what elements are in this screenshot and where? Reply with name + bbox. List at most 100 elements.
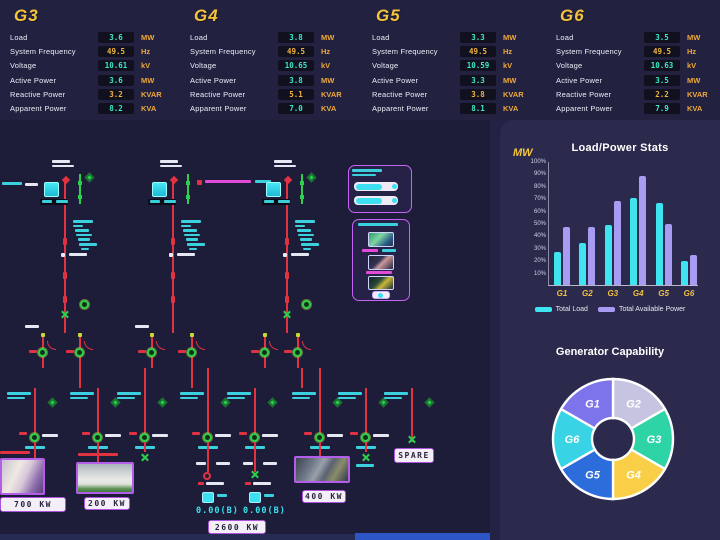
status-diamond-icon	[424, 397, 435, 408]
stat-value: 7.0	[278, 103, 314, 114]
breaker-icon[interactable]	[315, 433, 324, 442]
tap-label	[177, 253, 195, 256]
feeder-info-block	[299, 238, 312, 241]
generator-icon[interactable]	[44, 182, 59, 197]
feeder-info-block	[296, 229, 311, 232]
label-block	[150, 200, 160, 203]
label-block	[152, 434, 168, 437]
legend-item: Total Load	[534, 306, 588, 313]
label-block	[278, 200, 290, 203]
breaker-icon[interactable]	[140, 433, 149, 442]
breaker-icon[interactable]	[260, 348, 269, 357]
slider-knob[interactable]	[392, 198, 397, 203]
status-diamond-icon	[110, 397, 121, 408]
stub-tip	[150, 333, 154, 337]
stat-unit: Hz	[687, 47, 697, 57]
panel-title	[352, 169, 382, 172]
label-block	[262, 199, 290, 205]
label-block	[327, 434, 343, 437]
breaker-icon[interactable]	[302, 300, 311, 309]
meter-node	[203, 472, 211, 480]
line-tick	[63, 238, 67, 245]
breaker-icon[interactable]	[38, 348, 47, 357]
label-block	[373, 434, 389, 437]
feeder-tag	[338, 396, 356, 400]
donut-segment-g1[interactable]	[559, 377, 615, 431]
breaker-contact[interactable]	[300, 181, 304, 185]
breaker-link	[187, 174, 189, 204]
feeder-info-block	[302, 247, 311, 251]
label-block	[42, 434, 58, 437]
feeder-tag	[117, 392, 141, 395]
breaker-icon[interactable]	[80, 300, 89, 309]
breaker-contact[interactable]	[186, 195, 190, 199]
donut-segment-label: G3	[647, 434, 662, 446]
breaker-contact[interactable]	[78, 195, 82, 199]
stub-tip	[296, 333, 300, 337]
generator-icon[interactable]	[266, 182, 281, 197]
disconnect-icon[interactable]	[60, 310, 69, 319]
x-tick-label: G1	[556, 289, 568, 298]
meter-display-icon[interactable]	[202, 492, 214, 503]
stat-label: Reactive Power	[372, 89, 428, 99]
line-tick	[129, 432, 137, 435]
feeder-line	[34, 388, 36, 450]
breaker-icon[interactable]	[187, 348, 196, 357]
stat-unit: Hz	[321, 47, 331, 57]
breaker-icon[interactable]	[75, 348, 84, 357]
meter-display-icon[interactable]	[249, 492, 261, 503]
slider-fill[interactable]	[356, 183, 382, 190]
load-photo-3[interactable]	[294, 456, 350, 483]
breaker-icon[interactable]	[30, 433, 39, 442]
disconnect-icon[interactable]	[282, 310, 291, 319]
stat-unit: KVA	[141, 104, 157, 113]
stat-value: 3.6	[98, 32, 134, 43]
generator-icon[interactable]	[152, 182, 167, 197]
load-photo-1[interactable]	[0, 458, 45, 495]
disconnect-icon[interactable]	[140, 453, 149, 462]
label-block	[217, 494, 227, 497]
breaker-icon[interactable]	[293, 348, 302, 357]
slider-fill[interactable]	[356, 197, 382, 204]
line-tap	[283, 253, 287, 257]
generator-title: G6	[560, 6, 585, 25]
breaker-icon[interactable]	[361, 433, 370, 442]
stat-label: Active Power	[556, 75, 603, 85]
camera-thumb-1[interactable]	[368, 232, 394, 247]
bar-total-available-power	[613, 200, 621, 285]
disconnect-icon[interactable]	[250, 470, 259, 479]
breaker-link	[301, 174, 303, 204]
label-block	[263, 462, 277, 465]
breaker-contact[interactable]	[300, 195, 304, 199]
line-tick	[29, 350, 37, 353]
breaker-icon[interactable]	[250, 433, 259, 442]
breaker-icon[interactable]	[93, 433, 102, 442]
slider-knob[interactable]	[392, 184, 397, 189]
stub-tip	[190, 333, 194, 337]
disconnect-icon[interactable]	[361, 453, 370, 462]
line-tick	[285, 238, 289, 245]
load-photo-2[interactable]	[76, 462, 134, 494]
feeder-line	[172, 180, 174, 333]
breaker-contact[interactable]	[186, 181, 190, 185]
camera-thumb-2[interactable]	[368, 255, 394, 270]
line-tick	[284, 350, 292, 353]
stat-label: Apparent Power	[10, 104, 67, 113]
breaker-icon[interactable]	[147, 348, 156, 357]
x-tick-label: G2	[582, 289, 593, 298]
disconnect-icon[interactable]	[407, 435, 416, 444]
label-block	[148, 199, 176, 205]
label-block	[362, 249, 378, 252]
feeder-note	[0, 451, 30, 454]
label-block	[253, 482, 271, 485]
stat-unit: kV	[321, 61, 331, 71]
label-block	[40, 199, 68, 205]
x-tick-label: G5	[658, 289, 669, 298]
feeder-info-block	[73, 220, 93, 223]
camera-thumb-3[interactable]	[368, 276, 394, 290]
breaker-contact[interactable]	[78, 181, 82, 185]
feeder-tag	[227, 396, 245, 400]
breaker-icon[interactable]	[203, 433, 212, 442]
